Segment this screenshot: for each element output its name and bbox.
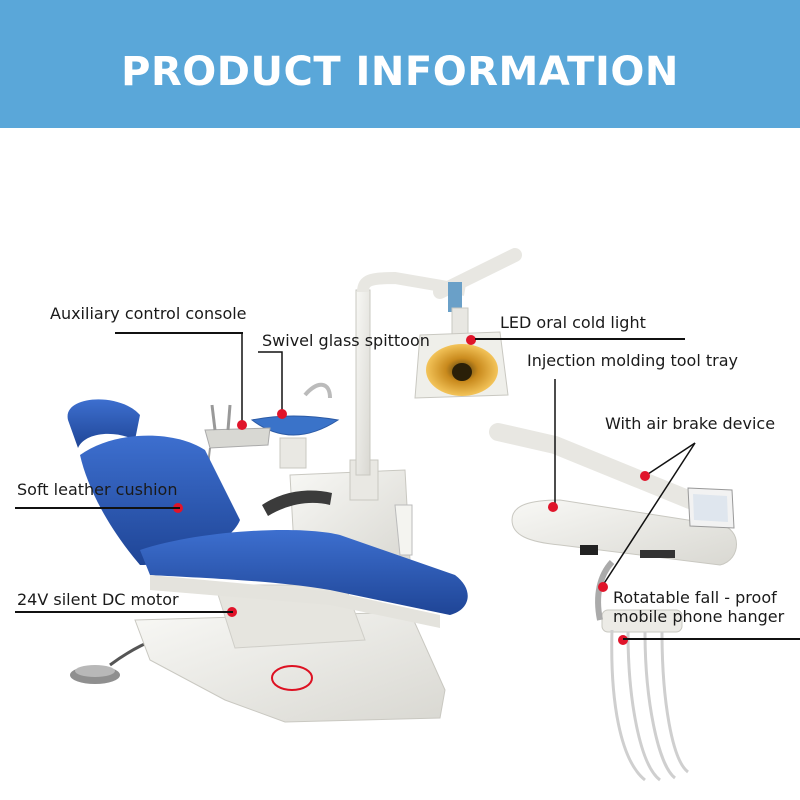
led-lamp [414,331,509,399]
label-led-oral-cold-light: LED oral cold light [500,313,646,332]
rule-motor [15,611,233,613]
header-banner [0,0,800,128]
page-title: PRODUCT INFORMATION [121,49,679,95]
foot-pedal [70,630,176,684]
seat-frame [150,575,440,628]
rule-led-light [475,338,685,340]
label-silent-dc-motor: 24V silent DC motor [17,590,179,609]
rule-cushion [15,507,180,509]
label-auxiliary-control-console: Auxiliary control console [50,304,247,323]
tool-tray [489,423,737,566]
lamp-arm [355,248,522,476]
seat-cushion [140,530,468,615]
label-fall-proof-hanger-line1: Rotatable fall - proof [613,588,777,607]
label-soft-leather-cushion: Soft leather cushion [17,480,178,499]
backrest [67,399,240,565]
rule-hanger [623,638,800,640]
callout-dots [173,335,650,645]
label-swivel-glass-spittoon: Swivel glass spittoon [262,331,430,350]
arm-rest [262,490,332,516]
rule-aux-console [115,332,243,334]
chair-base [134,584,446,723]
label-air-brake-device: With air brake device [605,414,776,433]
spittoon [250,382,340,469]
label-fall-proof-hanger-line2: mobile phone hanger [613,607,785,626]
label-injection-molding-tool-tray: Injection molding tool tray [527,351,738,370]
